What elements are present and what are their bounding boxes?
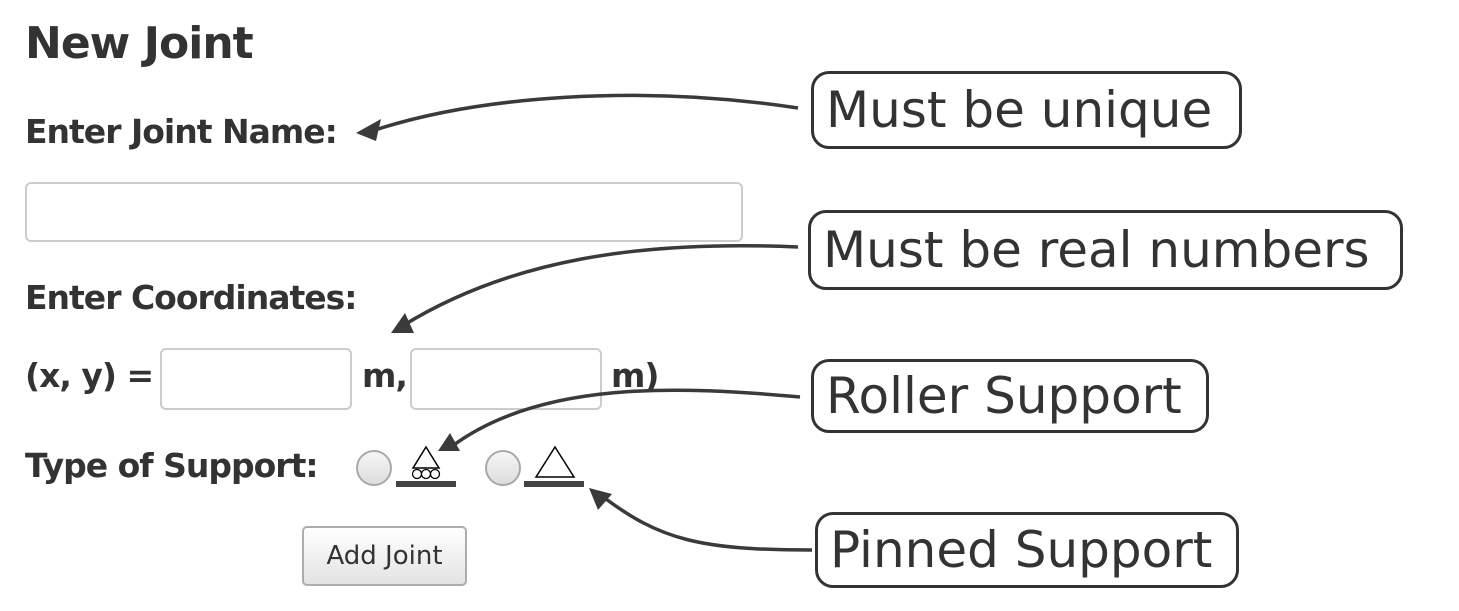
note-roller-support: Roller Support	[811, 359, 1209, 433]
coordinates-label: Enter Coordinates:	[25, 278, 357, 317]
roller-support-radio[interactable]	[356, 450, 392, 486]
arrow-roller-note	[449, 388, 801, 449]
x-unit-label: m,	[362, 356, 408, 395]
page-title: New Joint	[25, 18, 254, 69]
x-coordinate-input[interactable]	[160, 348, 352, 410]
note-pinned-support: Pinned Support	[815, 512, 1239, 588]
add-joint-button[interactable]: Add Joint	[302, 526, 467, 586]
arrowhead-pinned	[589, 488, 612, 510]
joint-name-input[interactable]	[25, 182, 743, 242]
note-must-be-unique: Must be unique	[811, 71, 1242, 149]
note-must-be-real-numbers: Must be real numbers	[808, 210, 1403, 290]
arrow-name-note	[374, 93, 799, 132]
coordinates-prefix: (x, y) = (	[25, 356, 179, 395]
pinned-support-icon	[524, 445, 584, 487]
arrow-coords-note	[403, 243, 799, 327]
joint-name-label: Enter Joint Name:	[25, 112, 338, 151]
arrowhead-roller	[438, 433, 460, 451]
pinned-support-radio[interactable]	[485, 450, 521, 486]
arrowhead-name	[356, 119, 381, 141]
support-type-label: Type of Support:	[25, 446, 319, 485]
roller-support-icon	[396, 445, 456, 487]
y-unit-label: m)	[611, 356, 659, 395]
arrow-pinned-note	[600, 494, 813, 552]
arrowhead-coords	[391, 313, 414, 333]
